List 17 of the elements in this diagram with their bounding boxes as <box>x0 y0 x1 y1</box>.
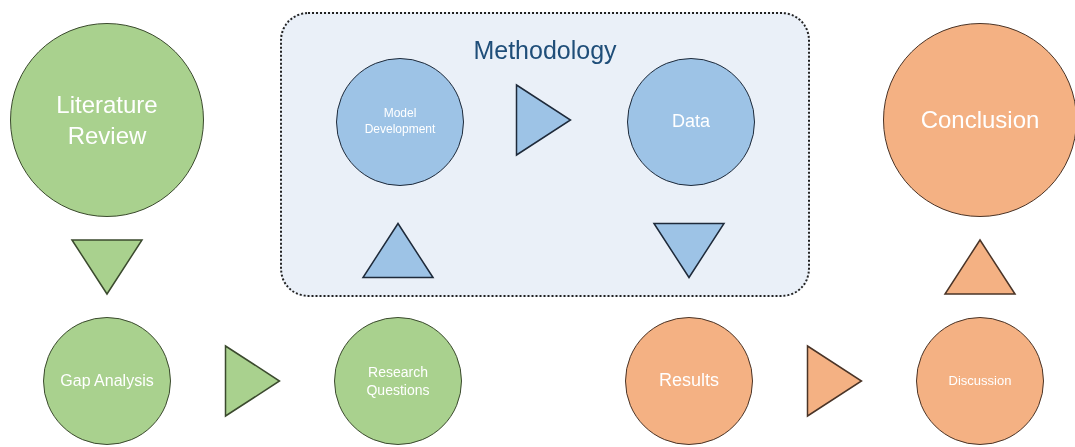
group-box <box>280 12 810 297</box>
node-label: Model Development <box>363 106 437 138</box>
group-title: Methodology <box>472 36 618 65</box>
node-label: Discussion <box>947 372 1013 390</box>
node-label: Conclusion <box>919 105 1041 136</box>
arrow <box>361 222 435 279</box>
arrow <box>652 222 726 279</box>
node-label: Gap Analysis <box>59 370 155 391</box>
arrow <box>806 344 863 418</box>
node-label: Results <box>658 369 720 393</box>
node-label: Research Questions <box>365 362 431 400</box>
arrow <box>943 238 1017 295</box>
node-label: Literature Review <box>55 89 159 151</box>
arrow <box>515 83 572 157</box>
arrow <box>224 344 281 418</box>
arrow <box>70 239 144 296</box>
node-label: Data <box>671 110 711 134</box>
